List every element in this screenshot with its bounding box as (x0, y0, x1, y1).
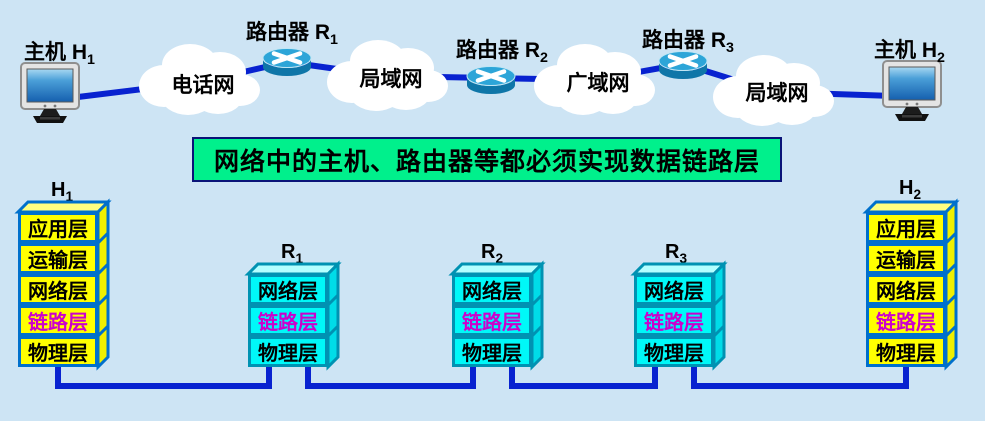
stack-3d-faces (862, 198, 960, 371)
stack-h2-label: H2 (898, 177, 922, 202)
layer-datalink: 链路层 (452, 305, 532, 336)
host2-label: 主机 H2 (874, 39, 945, 67)
router2-label: 路由器 R2 (456, 39, 548, 67)
router3-icon (658, 51, 708, 79)
cloud-lan-1 (327, 40, 448, 111)
layer-transport: 运输层 (18, 243, 98, 274)
stack-3d-faces (14, 198, 112, 371)
layer-physical: 物理层 (634, 336, 714, 367)
cloud-label-lan-1: 局域网 (359, 68, 423, 91)
layer-physical: 物理层 (866, 336, 946, 367)
banner: 网络中的主机、路由器等都必须实现数据链路层 (192, 137, 782, 182)
router1-label: 路由器 R1 (246, 21, 338, 49)
host1-label: 主机 H1 (24, 41, 95, 69)
host1-monitor-icon (20, 62, 80, 123)
banner-text: 网络中的主机、路由器等都必须实现数据链路层 (213, 147, 760, 176)
layer-application: 应用层 (866, 212, 946, 243)
stack-r1-label: R1 (280, 241, 304, 266)
layer-network: 网络层 (634, 274, 714, 305)
cloud-wan (534, 44, 655, 115)
cloud-label-lan-2: 局域网 (745, 82, 809, 105)
router3-label: 路由器 R3 (642, 29, 734, 57)
layer-physical: 物理层 (18, 336, 98, 367)
router1-icon (262, 48, 312, 76)
layer-application: 应用层 (18, 212, 98, 243)
router2-icon (466, 66, 516, 94)
layer-physical: 物理层 (452, 336, 532, 367)
stack-3d-faces (244, 260, 342, 371)
layer-network: 网络层 (18, 274, 98, 305)
cloud-telephone-net (139, 44, 260, 115)
layer-physical: 物理层 (248, 336, 328, 367)
stack-3d-faces (630, 260, 728, 371)
stack-3d-faces (448, 260, 546, 371)
cloud-lan-2 (713, 55, 834, 126)
layer-datalink: 链路层 (866, 305, 946, 336)
host2-monitor-icon (882, 60, 942, 121)
cloud-label-telephone-net: 电话网 (171, 74, 235, 97)
stack-r3-label: R3 (664, 241, 688, 266)
cloud-label-wan: 广域网 (566, 72, 630, 95)
stack-h1-label: H1 (50, 179, 74, 204)
layer-network: 网络层 (866, 274, 946, 305)
layer-datalink: 链路层 (18, 305, 98, 336)
stack-connectors (55, 365, 909, 389)
layer-datalink: 链路层 (634, 305, 714, 336)
stack-r2-label: R2 (480, 241, 504, 266)
layer-datalink: 链路层 (248, 305, 328, 336)
layer-transport: 运输层 (866, 243, 946, 274)
layer-network: 网络层 (452, 274, 532, 305)
layer-network: 网络层 (248, 274, 328, 305)
